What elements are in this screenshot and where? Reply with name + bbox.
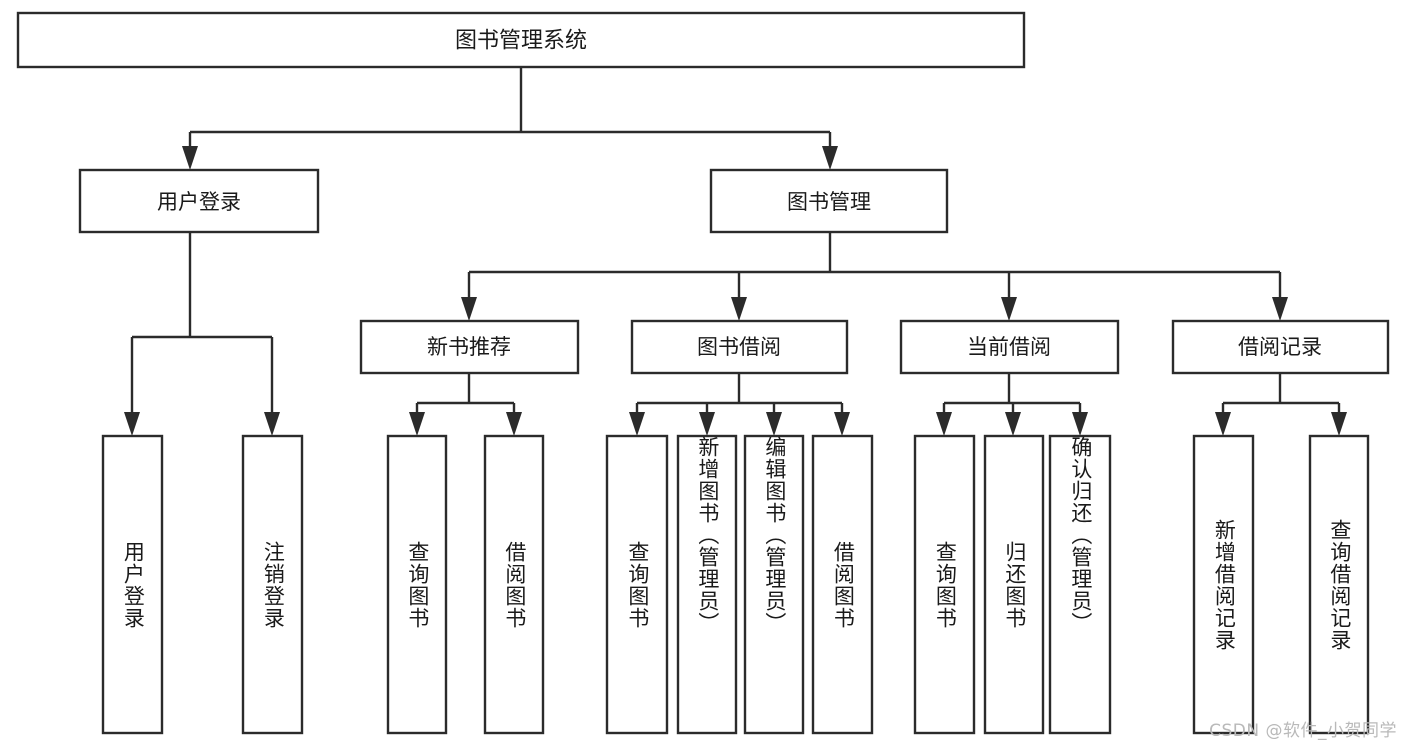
arrowhead-user-login bbox=[182, 146, 198, 170]
arrowhead-leaf-add-book bbox=[699, 412, 715, 436]
node-current-borrow[interactable]: 当前借阅 bbox=[899, 319, 1120, 375]
arrowhead-leaf-query-book-3 bbox=[936, 412, 952, 436]
arrowhead-leaf-query-book-1 bbox=[409, 412, 425, 436]
arrowhead-leaf-confirm-return bbox=[1072, 412, 1088, 436]
node-current-borrow-rect[interactable] bbox=[899, 319, 1120, 375]
connector-group-new-book-recommend-to-leaves bbox=[409, 373, 522, 436]
node-root[interactable]: 图书管理系统 bbox=[16, 11, 1026, 69]
node-leaf-borrow-book-2-rect[interactable] bbox=[811, 434, 874, 735]
node-leaf-logout-rect[interactable] bbox=[241, 434, 304, 735]
node-leaf-query-book-1-rect[interactable] bbox=[386, 434, 448, 735]
arrowhead-leaf-query-book-2 bbox=[629, 412, 645, 436]
node-book-management-label: 图书管理 bbox=[787, 190, 871, 214]
arrowhead-current-borrow bbox=[1001, 297, 1017, 321]
arrowhead-leaf-logout bbox=[264, 412, 280, 436]
node-user-login-label: 用户登录 bbox=[157, 190, 241, 214]
node-leaf-add-book-rect[interactable] bbox=[676, 434, 738, 735]
node-leaf-query-book-2-rect[interactable] bbox=[605, 434, 669, 735]
connector-group-book-borrow-to-leaves bbox=[629, 373, 850, 436]
connector-group-current-borrow-to-leaves bbox=[936, 373, 1088, 436]
node-new-book-recommend-rect[interactable] bbox=[359, 319, 580, 375]
node-leaf-edit-book-rect[interactable] bbox=[743, 434, 805, 735]
node-current-borrow-label: 当前借阅 bbox=[967, 335, 1051, 359]
node-user-login[interactable]: 用户登录 bbox=[78, 168, 320, 234]
node-leaf-confirm-return-rect[interactable] bbox=[1048, 434, 1112, 735]
node-book-borrow-rect[interactable] bbox=[630, 319, 849, 375]
arrowhead-leaf-user-login bbox=[124, 412, 140, 436]
connector-group-borrow-record-to-leaves bbox=[1215, 373, 1347, 436]
arrowhead-book-borrow bbox=[731, 297, 747, 321]
node-book-management-rect[interactable] bbox=[709, 168, 949, 234]
connector-group-root-to-level2 bbox=[182, 67, 838, 170]
arrowhead-leaf-edit-book bbox=[766, 412, 782, 436]
node-leaf-user-login-rect[interactable] bbox=[101, 434, 164, 735]
node-leaf-query-book-3-rect[interactable] bbox=[913, 434, 976, 735]
arrowhead-leaf-query-record bbox=[1331, 412, 1347, 436]
connector-group-book-management-to-level3 bbox=[461, 232, 1288, 321]
node-leaf-return-book-rect[interactable] bbox=[983, 434, 1045, 735]
node-borrow-record-rect[interactable] bbox=[1171, 319, 1390, 375]
connector-group-user-login-to-leaves bbox=[124, 232, 280, 436]
node-root-rect[interactable] bbox=[16, 11, 1026, 69]
node-leaf-add-record-rect[interactable] bbox=[1192, 434, 1255, 735]
arrowhead-borrow-record bbox=[1272, 297, 1288, 321]
node-user-login-rect[interactable] bbox=[78, 168, 320, 234]
arrowhead-leaf-borrow-book-2 bbox=[834, 412, 850, 436]
node-book-borrow[interactable]: 图书借阅 bbox=[630, 319, 849, 375]
node-leaf-borrow-book-1-rect[interactable] bbox=[483, 434, 545, 735]
arrowhead-leaf-borrow-book-1 bbox=[506, 412, 522, 436]
node-borrow-record-label: 借阅记录 bbox=[1238, 335, 1322, 359]
node-root-label: 图书管理系统 bbox=[455, 29, 587, 54]
arrowhead-new-book-recommend bbox=[461, 297, 477, 321]
arrowhead-leaf-return-book bbox=[1005, 412, 1021, 436]
arrowhead-book-management bbox=[822, 146, 838, 170]
arrowhead-leaf-add-record bbox=[1215, 412, 1231, 436]
node-leaf-query-record-rect[interactable] bbox=[1308, 434, 1370, 735]
node-book-management[interactable]: 图书管理 bbox=[709, 168, 949, 234]
node-book-borrow-label: 图书借阅 bbox=[697, 335, 781, 359]
node-borrow-record[interactable]: 借阅记录 bbox=[1171, 319, 1390, 375]
node-new-book-recommend-label: 新书推荐 bbox=[427, 335, 511, 359]
node-new-book-recommend[interactable]: 新书推荐 bbox=[359, 319, 580, 375]
